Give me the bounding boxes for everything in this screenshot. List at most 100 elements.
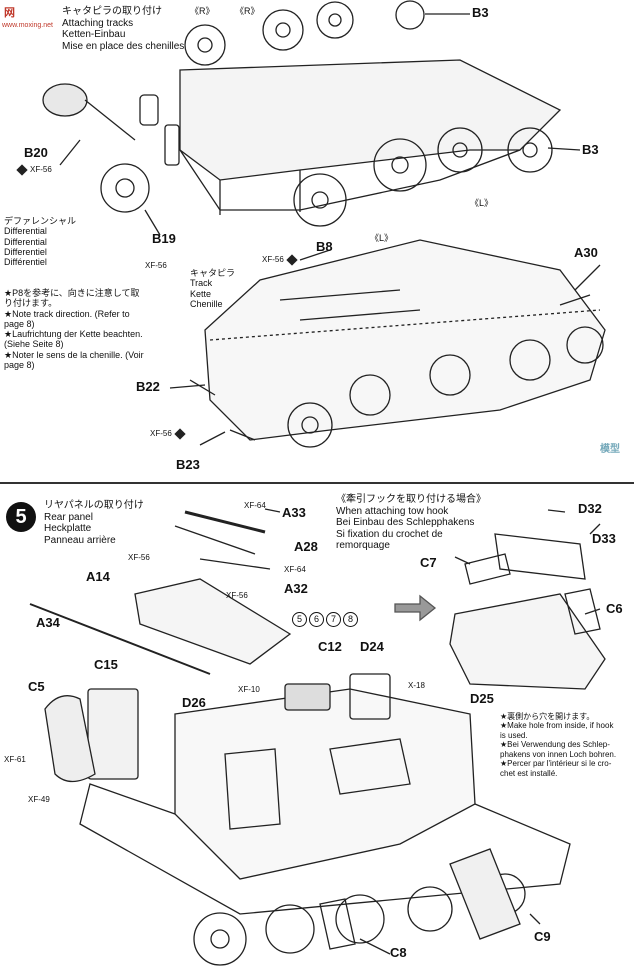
paint-xf64-b: XF-64 [284, 565, 306, 574]
step-rear-panel: 5 リヤパネルの取り付け Rear panel Heckplatte Panne… [0, 484, 634, 973]
label-l1: 《L》 [470, 198, 494, 208]
label-b19: B19 [152, 231, 176, 246]
header-block: キャタピラの取り付け Attaching tracks Ketten-Einba… [62, 6, 184, 52]
paint-dot-icon [16, 164, 28, 176]
label-d25: D25 [470, 691, 494, 706]
label-a33: A33 [282, 505, 306, 520]
header-jp: キャタピラの取り付け [62, 6, 162, 17]
label-b3-top: B3 [472, 5, 489, 20]
note-line: り付けます。 [4, 298, 58, 309]
paint-xf56-c: XF-56 [262, 254, 300, 266]
label-c6: C6 [606, 601, 623, 616]
track-jp: キャタピラ [190, 268, 236, 278]
diff-fr1: Differentiel [4, 246, 47, 257]
differential-label: デファレンシャル Differential Differential Diffe… [4, 216, 76, 267]
note-line: is used. [500, 730, 528, 740]
paint-dot-icon [286, 254, 298, 266]
note-line: page 8) [4, 359, 35, 370]
paint-xf64-a: XF-64 [244, 501, 266, 510]
note-line: ★Bei Verwendung des Schlep- [500, 740, 610, 750]
paint-x18: X-18 [408, 681, 425, 690]
label-a28: A28 [294, 539, 318, 554]
ref-7: 7 [326, 612, 341, 627]
note-line: ★Laufrichtung der Kette beachten. [4, 329, 143, 339]
note-line: ★Percer par l'intérieur si le cro- [500, 759, 612, 769]
tow-hook-header: 《牽引フックを取り付ける場合》 When attaching tow hook … [336, 494, 486, 552]
header-jp: リヤパネルの取り付け [44, 500, 144, 511]
tow-jp: 《牽引フックを取り付ける場合》 [336, 494, 486, 505]
diff-de: Differential [4, 236, 47, 247]
paint-xf49: XF-49 [28, 795, 50, 804]
rear-panel-drawing [29, 508, 606, 966]
note-line: ★Noter le sens de la chenille. (Voir [4, 349, 144, 360]
paint-xf10: XF-10 [238, 685, 260, 694]
paint-xf61: XF-61 [4, 755, 26, 764]
label-b20: B20 [24, 145, 48, 160]
label-c8: C8 [390, 945, 407, 960]
site-logo: 网 [4, 7, 15, 19]
note-line: ★Note track direction. (Refer to [4, 308, 130, 319]
label-b22: B22 [136, 379, 160, 394]
ref-6: 6 [309, 612, 324, 627]
header-en: Rear panel [44, 511, 93, 523]
paint-xf56-d: XF-56 [150, 428, 188, 440]
label-r2: 《R》 [235, 6, 260, 16]
label-a14: A14 [86, 569, 110, 584]
ref-8: 8 [343, 612, 358, 627]
note-line: chet est installé. [500, 768, 558, 778]
step-number-badge: 5 [6, 502, 36, 532]
track-assembly-drawing [42, 0, 606, 448]
label-d26: D26 [182, 695, 206, 710]
paint-dot-icon [174, 428, 186, 440]
note-line: ★P8を参考に、向きに注意して取 [4, 288, 140, 298]
note-line: ★裏側から穴を開けます。 [500, 712, 595, 721]
step-attaching-tracks: 网 www.moxing.net キャタピラの取り付け Attaching tr… [0, 0, 634, 482]
label-a32: A32 [284, 581, 308, 596]
track-fr: Chenille [190, 298, 223, 309]
label-c15: C15 [94, 657, 118, 672]
label-b8: B8 [316, 239, 333, 254]
label-r1: 《R》 [190, 6, 215, 16]
note-line: page 8) [4, 318, 35, 329]
track-de: Kette [190, 288, 212, 299]
header-fr: Panneau arrière [44, 534, 116, 546]
paint-xf56-f: XF-56 [226, 591, 248, 600]
note-line: phakens von innen Loch bohren. [500, 749, 617, 759]
hook-hole-note: ★裏側から穴を開けます。 ★Make hole from inside, if … [500, 712, 616, 778]
section-divider [0, 482, 634, 484]
track-en: Track [190, 278, 213, 289]
track-label: キャタピラ Track Kette Chenille [190, 268, 235, 309]
label-a30: A30 [574, 245, 598, 260]
label-l2: 《L》 [370, 233, 394, 243]
ref-5: 5 [292, 612, 307, 627]
label-b23: B23 [176, 457, 200, 472]
header-de: Ketten-Einbau [62, 29, 126, 40]
diff-fr2: Différentiel [4, 257, 47, 267]
note-line: (Siehe Seite 8) [4, 339, 64, 350]
header-fr: Mise en place des chenilles [62, 40, 185, 52]
track-direction-note: ★P8を参考に、向きに注意して取 り付けます。 ★Note track dire… [4, 288, 144, 370]
label-c7: C7 [420, 555, 437, 570]
paint-xf56-a: XF-56 [16, 164, 52, 176]
header-en: Attaching tracks [62, 17, 134, 29]
label-b3-right: B3 [582, 142, 599, 157]
site-url: www.moxing.net [2, 22, 53, 29]
tow-en: When attaching tow hook [336, 505, 449, 517]
header-de: Heckplatte [44, 523, 92, 534]
label-d24: D24 [360, 639, 384, 654]
rear-panel-header: リヤパネルの取り付け Rear panel Heckplatte Panneau… [44, 500, 144, 546]
label-d33: D33 [592, 531, 616, 546]
tow-fr2: remorquage [336, 540, 390, 551]
label-c5: C5 [28, 679, 45, 694]
diff-en: Differential [4, 226, 47, 237]
tow-de: Bei Einbau des Schlepphakens [336, 517, 475, 528]
diff-jp: デファレンシャル [4, 216, 77, 226]
label-d32: D32 [578, 501, 602, 516]
paint-xf56-e: XF-56 [128, 553, 150, 562]
label-c12: C12 [318, 639, 342, 654]
tow-fr1: Si fixation du crochet de [336, 528, 443, 540]
label-c9: C9 [534, 929, 551, 944]
label-a34: A34 [36, 615, 60, 630]
paint-xf56-b: XF-56 [145, 261, 167, 270]
